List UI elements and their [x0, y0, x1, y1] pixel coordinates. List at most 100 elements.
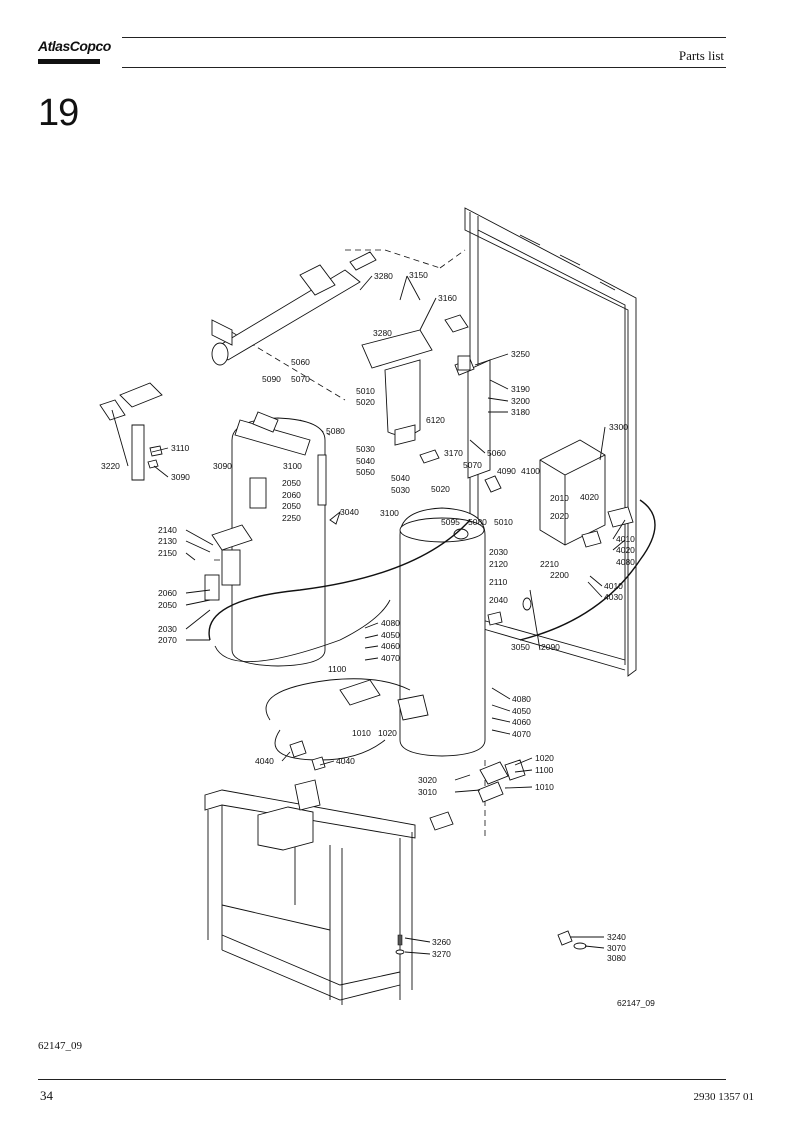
- document-number: 2930 1357 01: [693, 1091, 755, 1103]
- callout-label: 5060: [487, 448, 506, 458]
- callout-label: 3100: [380, 508, 399, 518]
- callout-label: 2150: [158, 548, 177, 558]
- drain-valves: [289, 679, 526, 831]
- callout-label: 2040: [489, 595, 508, 605]
- callout-label: 2110: [489, 577, 508, 587]
- callout-label: 4010: [616, 534, 635, 544]
- callout-label: 2200: [550, 570, 569, 580]
- footer-rule: [38, 1079, 726, 1080]
- callout-label: 2060: [158, 588, 177, 598]
- callout-label: 3270: [432, 949, 451, 959]
- callout-label: 4080: [512, 694, 531, 704]
- callout-label: 4070: [512, 729, 531, 739]
- callout-label: 5080: [326, 426, 345, 436]
- figure-reference: 62147_09: [38, 1040, 82, 1052]
- callout-label: 5080: [468, 517, 487, 527]
- callout-label: 5030: [391, 485, 410, 495]
- callout-label: 5040: [391, 473, 410, 483]
- callout-label: 3250: [511, 349, 530, 359]
- callout-label: 4070: [381, 653, 400, 663]
- callout-label: 5020: [431, 484, 450, 494]
- brand-text: AtlasCopco: [38, 38, 111, 54]
- callout-label: 3170: [444, 448, 463, 458]
- center-filter: [361, 314, 469, 446]
- callout-label: 2070: [158, 635, 177, 645]
- callout-label: 2050: [282, 501, 301, 511]
- callout-label: 5070: [291, 374, 310, 384]
- callout-label: 3040: [340, 507, 359, 517]
- callout-label: 3070: [607, 943, 626, 953]
- callout-label: 2090: [541, 642, 560, 652]
- callout-label: 3090: [171, 472, 190, 482]
- callout-label: 3050: [511, 642, 530, 652]
- callout-label: 4030: [604, 592, 623, 602]
- loose-parts: [329, 506, 634, 955]
- callout-label: 2120: [489, 559, 508, 569]
- callout-label: 3280: [373, 328, 392, 338]
- callout-label: 5020: [356, 397, 375, 407]
- header-rule-bottom: [122, 67, 726, 68]
- callout-label: 5060: [291, 357, 310, 367]
- callout-label: 5030: [356, 444, 375, 454]
- callout-label: 4040: [255, 756, 274, 766]
- manifold: [419, 355, 502, 493]
- callout-label: 5050: [356, 467, 375, 477]
- callout-label: 3220: [101, 461, 120, 471]
- callout-label: 1020: [535, 753, 554, 763]
- callout-label: 3080: [607, 953, 626, 963]
- dryer-frame: [464, 207, 637, 677]
- callout-label: 1100: [535, 765, 554, 775]
- callout-label: 3110: [171, 443, 190, 453]
- callout-label: 2250: [282, 513, 301, 523]
- callout-label: 6120: [426, 415, 445, 425]
- callout-labels: 3280 3150 3160 3280 3250 5060 5090 5070 …: [101, 270, 655, 1008]
- callout-label: 4050: [512, 706, 531, 716]
- callout-label: 2030: [489, 547, 508, 557]
- left-pipe-group: [99, 382, 163, 481]
- callout-label: 3160: [438, 293, 457, 303]
- electrical-box: [539, 439, 606, 546]
- callout-label: 1010: [535, 782, 554, 792]
- callout-label: 3180: [511, 407, 530, 417]
- callout-label: 1100: [328, 664, 347, 674]
- callout-label: 3190: [511, 384, 530, 394]
- right-vessel: [397, 507, 486, 757]
- callout-label: 5040: [356, 456, 375, 466]
- callout-label: 5090: [262, 374, 281, 384]
- callout-label: 4060: [512, 717, 531, 727]
- callout-label: 5095: [441, 517, 460, 527]
- callout-leaders: [111, 275, 626, 955]
- callout-label: 2030: [158, 624, 177, 634]
- callout-label: 4020: [580, 492, 599, 502]
- hoses: [208, 499, 656, 761]
- callout-label: 2140: [158, 525, 177, 535]
- callout-label: 4100: [521, 466, 540, 476]
- callout-label: 2130: [158, 536, 177, 546]
- callout-label: 4020: [616, 545, 635, 555]
- callout-label: 2050: [158, 600, 177, 610]
- callout-label: 1010: [352, 728, 371, 738]
- figure-ref-inner: 62147_09: [617, 998, 655, 1008]
- page-number: 34: [40, 1088, 53, 1103]
- callout-label: 2210: [540, 559, 559, 569]
- callout-label: 3300: [609, 422, 628, 432]
- top-pipe: [211, 251, 377, 366]
- callout-label: 3260: [432, 937, 451, 947]
- callout-label: 3090: [213, 461, 232, 471]
- callout-label: 4010: [604, 581, 623, 591]
- section-number: 19: [38, 92, 79, 134]
- logo-bar: [38, 59, 100, 64]
- callout-label: 4050: [381, 630, 400, 640]
- header-title: Parts list: [678, 48, 724, 63]
- callout-label: 5010: [494, 517, 513, 527]
- callout-label: 3240: [607, 932, 626, 942]
- callout-label: 2060: [282, 490, 301, 500]
- callout-label: 4090: [497, 466, 516, 476]
- header-rule-top: [122, 37, 726, 38]
- callout-label: 3100: [283, 461, 302, 471]
- callout-label: 3200: [511, 396, 530, 406]
- callout-label: 2050: [282, 478, 301, 488]
- filter-regulator: [204, 477, 267, 601]
- callout-label: 3010: [418, 787, 437, 797]
